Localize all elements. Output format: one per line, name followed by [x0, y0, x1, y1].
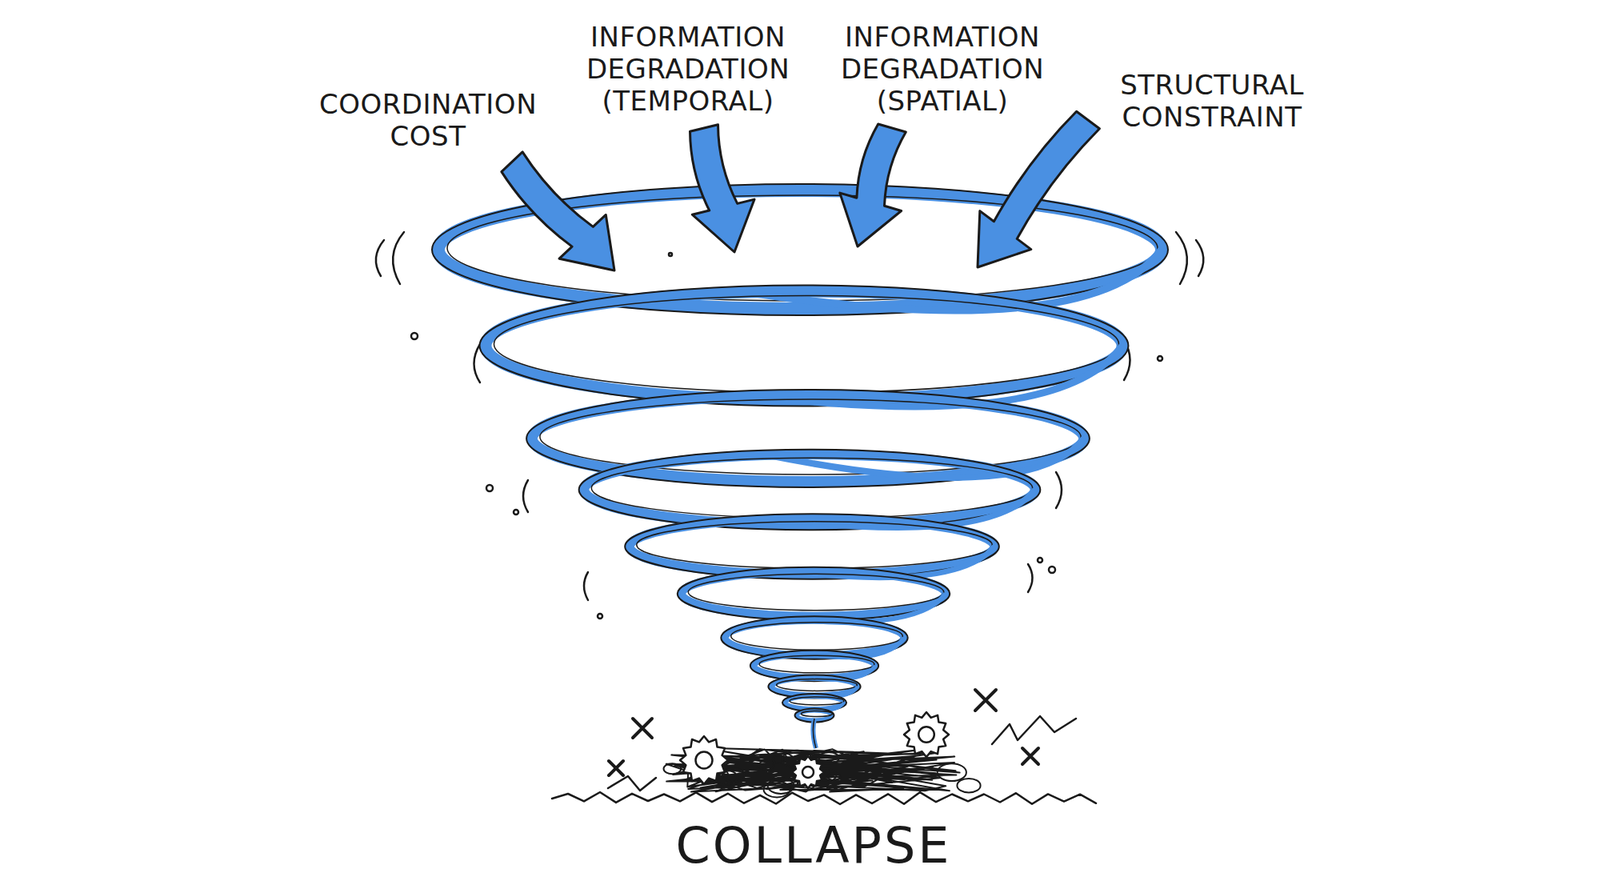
spiral-ring [681, 571, 946, 616]
gear [792, 756, 824, 788]
force-arrow [690, 124, 756, 252]
ring-outline [480, 285, 1129, 407]
motion-mark [1028, 564, 1033, 592]
ground-line [552, 792, 1096, 804]
spiral-ring [771, 677, 858, 696]
force-arrow [977, 111, 1100, 268]
motion-mark [1176, 232, 1188, 284]
spark-line [992, 716, 1076, 744]
ring-outline [591, 457, 1032, 518]
scribble-loop [956, 778, 980, 793]
outcome-label: COLLAPSE [676, 816, 952, 875]
force-arrow [501, 152, 615, 271]
ring-outline [789, 696, 844, 705]
spiral-ring [784, 696, 844, 709]
motion-mark [392, 232, 404, 284]
spiral-tail [812, 718, 816, 748]
dot [597, 613, 603, 619]
ring-outline [636, 521, 992, 568]
motion-mark [1196, 240, 1204, 276]
dot [1048, 566, 1056, 573]
motion-mark [584, 572, 588, 600]
dot [1037, 557, 1043, 563]
ring-outline [759, 655, 875, 673]
dot [513, 509, 519, 515]
ring-outline [776, 679, 858, 692]
force-arrows [501, 111, 1100, 271]
gear-hub [696, 752, 713, 769]
gear [904, 712, 949, 757]
force-label: COORDINATION COST [319, 88, 537, 152]
spark-line [608, 776, 656, 791]
scribble-loop [664, 763, 682, 774]
dot [411, 332, 418, 340]
scribble-loop [937, 763, 967, 781]
ring-outline [688, 573, 944, 611]
spiral-funnel [432, 184, 1168, 748]
scribble-loop [819, 752, 840, 764]
x-mark [632, 718, 652, 738]
ring-outline [731, 622, 904, 651]
collapse-debris [552, 689, 1096, 804]
dot [486, 484, 493, 492]
force-label: STRUCTURAL CONSTRAINT [1120, 68, 1304, 133]
ring-outline [801, 711, 833, 717]
x-mark [608, 760, 624, 776]
x-mark [1022, 748, 1039, 764]
motion-mark [474, 344, 481, 383]
gear-hub [918, 726, 935, 743]
force-label: INFORMATION DEGRADATION (SPATIAL) [840, 20, 1044, 117]
spiral-ring [485, 291, 1123, 400]
motion-mark [376, 240, 384, 276]
motion-mark [523, 480, 528, 512]
force-label: INFORMATION DEGRADATION (TEMPORAL) [586, 20, 790, 117]
force-arrow [840, 124, 907, 247]
gear [680, 736, 728, 784]
gear-hub [802, 766, 814, 778]
ring-outline [677, 567, 951, 621]
dot [1157, 356, 1163, 361]
dot [668, 252, 672, 256]
ring-outline [493, 295, 1119, 392]
motion-mark [1056, 472, 1062, 508]
spiral-tail [812, 718, 816, 748]
scribble-loop [764, 781, 791, 798]
x-mark [975, 689, 996, 711]
scribble-loop [758, 760, 774, 770]
spiral-ring [629, 518, 995, 575]
